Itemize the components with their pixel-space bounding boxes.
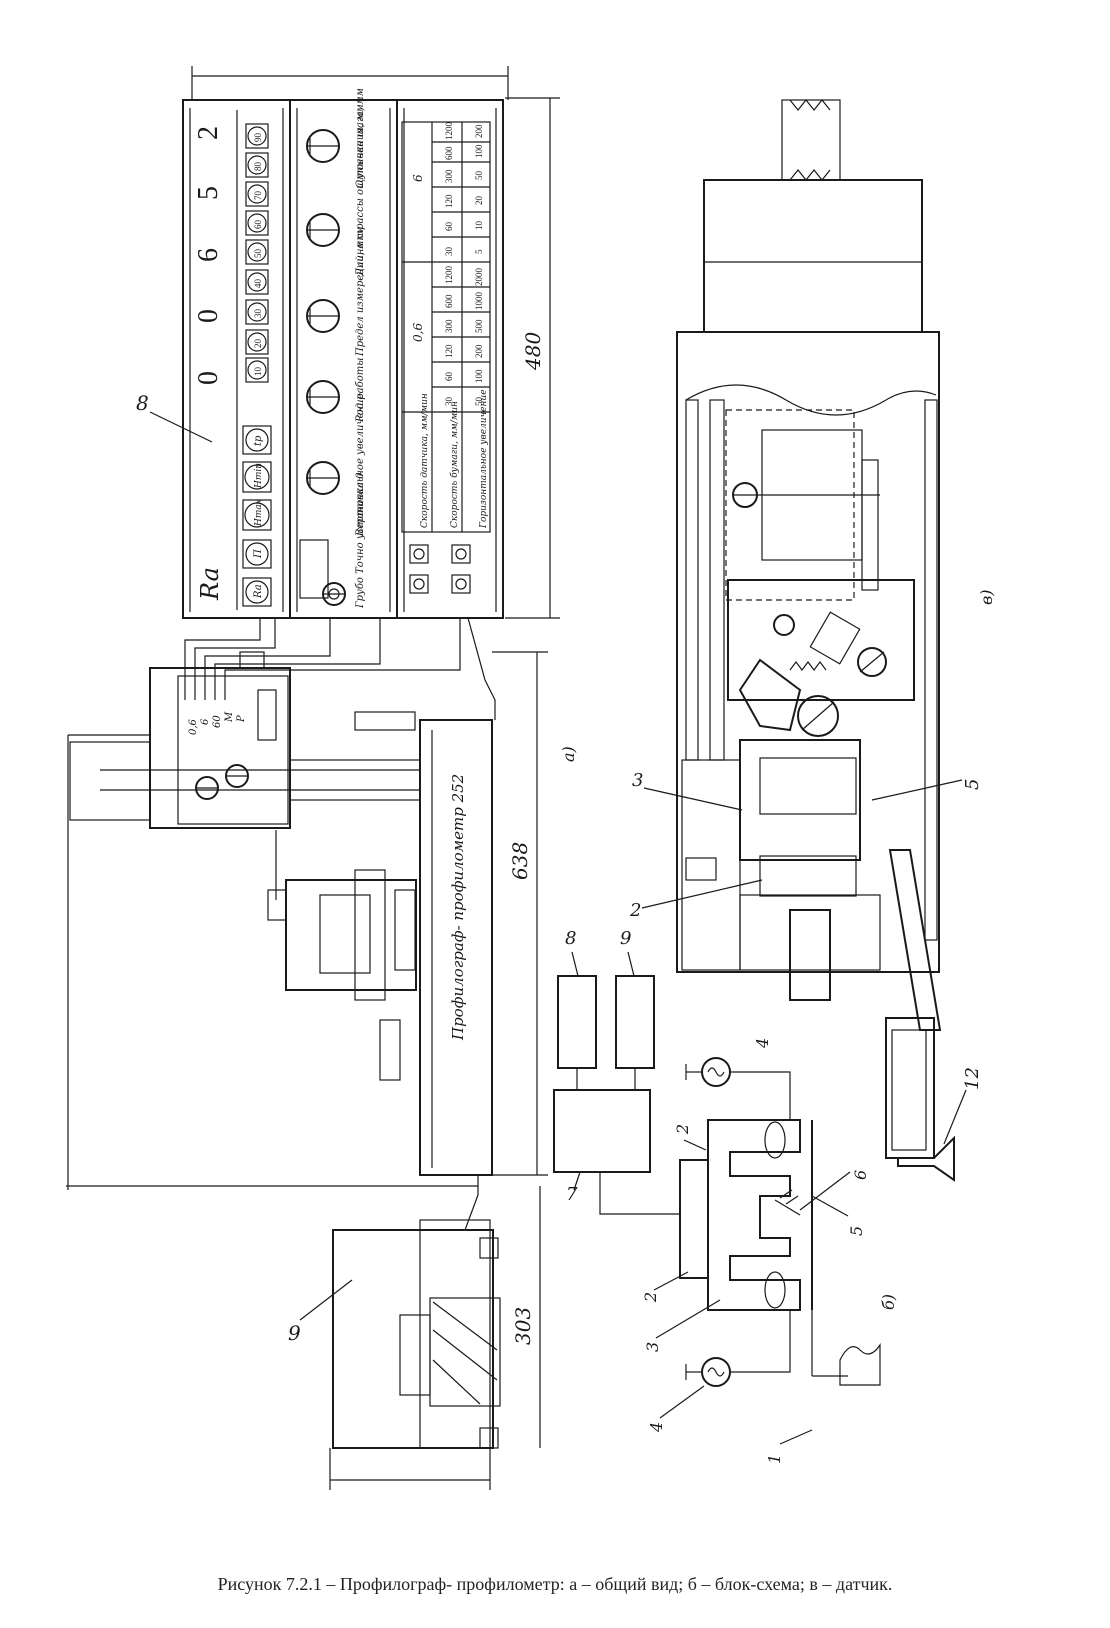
label-8-panel: 8: [136, 391, 149, 415]
selector-label-60: 60: [212, 715, 223, 728]
label-4b: 4: [647, 1422, 666, 1433]
counter-digit-1: 0: [193, 371, 224, 385]
table-cell-r2-9: 20: [474, 196, 484, 206]
percent-button-30: 30: [253, 309, 263, 319]
table-cell-r2-10: 50: [474, 171, 484, 181]
percent-button-80: 80: [253, 162, 263, 172]
table-cell-r1-1: 30: [444, 397, 454, 407]
table-header-sensor-speed: Скорость датчика, мм/мин: [420, 393, 430, 528]
table-cell-r1-5: 600: [444, 294, 454, 308]
table-cell-r2-1: 50: [474, 397, 484, 407]
table-cell-r1-9: 120: [444, 194, 454, 208]
mode-switches: [409, 544, 471, 594]
param-buttons: Ra П Hmax Hmin tp: [242, 425, 272, 607]
percent-button-60: 60: [253, 220, 263, 230]
label-7: 7: [566, 1184, 578, 1205]
table-cell-r1-7: 30: [444, 247, 454, 257]
label-4a: 4: [753, 1038, 772, 1049]
label-2b: 2: [641, 1292, 660, 1303]
table-cell-r1-2: 60: [444, 372, 454, 382]
label-6: 6: [851, 1170, 870, 1180]
percent-button-50: 50: [253, 249, 263, 259]
control-panel: 480 Ra 0 0 6 5 2 Ra П Hmax Hmin tp: [136, 66, 560, 720]
main-unit: 0,6 6 60 M P Профилограф- профилометр 25…: [66, 651, 578, 1231]
table-group-06: 0,6: [411, 323, 425, 342]
knob-label-cutoff: Отсечка шага, мм: [355, 88, 366, 188]
selector-label-p: P: [236, 715, 247, 723]
knob-label-range: Предел измерений, мкм: [355, 226, 366, 357]
param-button-p: П: [253, 549, 264, 559]
table-group-6: 6: [411, 174, 425, 182]
table-cell-r1-12: 1200: [444, 122, 454, 141]
subfig-label-c: в): [977, 589, 996, 605]
selector-label-06: 0,6: [188, 718, 199, 735]
label-9-block: 9: [620, 928, 631, 949]
table-cell-r2-7: 5: [474, 249, 484, 254]
dim-303: 303: [511, 1307, 535, 1345]
percent-buttons: 10 20 30 40 50 60 70 80 90: [245, 123, 269, 383]
counter-label: Ra: [196, 567, 224, 601]
dim-480: 480: [521, 332, 545, 371]
table-cell-r1-6: 1200: [444, 266, 454, 285]
table-cell-r1-3: 120: [444, 344, 454, 358]
table-cell-r1-8: 60: [444, 222, 454, 232]
knob-label-trace: Длина трассы ощупывания, мм: [355, 104, 366, 277]
sensor-diagram: 3 2 5 12 в): [629, 99, 996, 1182]
counter-digit-4: 5: [193, 186, 224, 200]
percent-button-90: 90: [253, 133, 263, 143]
label-8-block: 8: [565, 928, 576, 949]
table-cell-r2-6: 2000: [474, 268, 484, 287]
selector-label-m: M: [224, 711, 235, 723]
table-cell-r1-10: 300: [444, 169, 454, 183]
counter-digit-5: 2: [193, 126, 224, 140]
speed-table: Скорость датчика, мм/мин Скорость бумаги…: [401, 121, 491, 533]
sensor-label-3: 3: [632, 770, 643, 791]
sensor-label-5: 5: [962, 779, 983, 790]
table-cell-r2-11: 100: [474, 144, 484, 158]
subfig-label-b: б): [879, 1294, 898, 1310]
table-cell-r1-4: 300: [444, 319, 454, 333]
counter-digit-3: 6: [193, 248, 224, 262]
instrument-title: Профилограф- профилометр 252: [449, 774, 467, 1041]
table-header-horizontal: Горизонтальное увеличение: [479, 389, 489, 529]
label-5: 5: [847, 1226, 866, 1236]
subfig-label-a: а): [559, 746, 578, 762]
table-cell-r2-3: 200: [474, 344, 484, 358]
figure-caption: Рисунок 7.2.1 – Профилограф- профилометр…: [217, 1574, 893, 1594]
label-3: 3: [643, 1342, 662, 1352]
sensor-label-2: 2: [629, 900, 641, 921]
table-cell-r2-12: 200: [474, 124, 484, 138]
param-button-ra: Ra: [253, 584, 264, 599]
knob-label-mode: Род работы: [355, 358, 366, 423]
knobs: Грубо Точно установка 0 Вертикальное уве…: [299, 88, 366, 609]
table-cell-r1-11: 600: [444, 146, 454, 160]
percent-button-40: 40: [253, 279, 263, 289]
table-cell-r2-5: 1000: [474, 292, 484, 311]
knob-label-zero: Грубо Точно установка 0: [355, 472, 366, 609]
counter-digit-2: 0: [193, 309, 224, 323]
label-9-recorder: 9: [288, 1321, 301, 1345]
table-header-paper-speed: Скорость бумаги, мм/мин: [449, 401, 460, 528]
recorder-unit: 9 303: [288, 1186, 541, 1490]
label-1: 1: [765, 1454, 784, 1464]
percent-button-20: 20: [253, 339, 263, 349]
param-button-tp: tp: [253, 435, 264, 446]
percent-button-70: 70: [253, 191, 263, 201]
label-2a: 2: [673, 1124, 692, 1135]
selector-label-6: 6: [200, 718, 211, 725]
sensor-label-12: 12: [962, 1067, 983, 1090]
knob-label-vertical: Вертикальное увеличение: [355, 393, 366, 537]
table-cell-r2-4: 500: [474, 319, 484, 333]
table-cell-r2-8: 10: [474, 221, 484, 231]
table-cell-r2-2: 100: [474, 369, 484, 383]
block-diagram: 8 9 7 4 2 2 3 4: [553, 928, 898, 1464]
dim-638: 638: [508, 842, 532, 880]
percent-button-10: 10: [253, 367, 263, 377]
param-button-hmax: Hmax: [254, 499, 264, 527]
param-button-hmin: Hmin: [254, 463, 264, 489]
